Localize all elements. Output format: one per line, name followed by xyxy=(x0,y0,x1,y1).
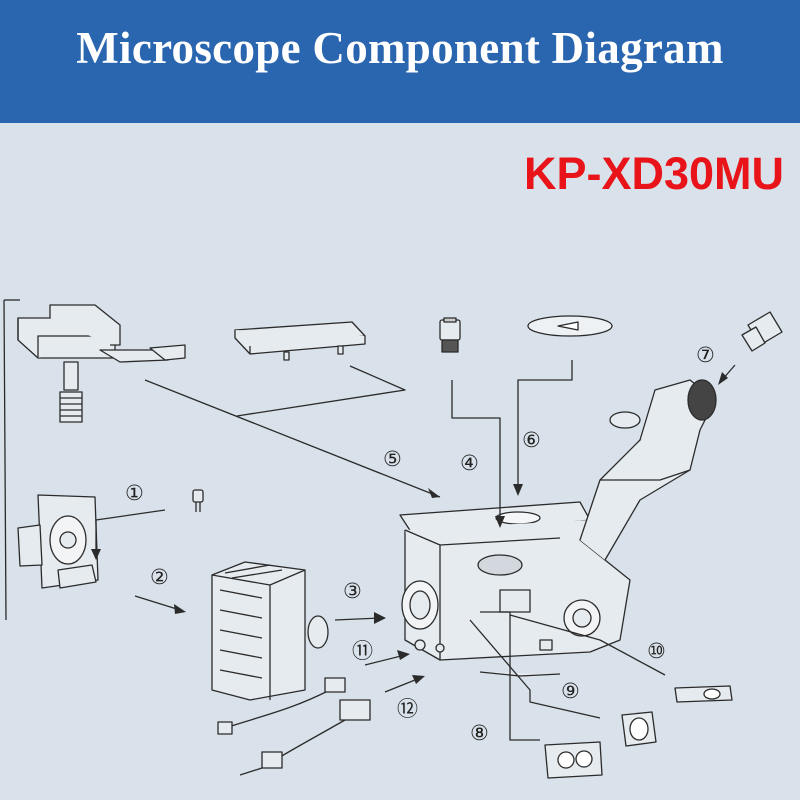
frame-line xyxy=(3,299,7,621)
filter-slider xyxy=(544,741,603,779)
glass-slide xyxy=(527,315,613,337)
callout-1: ① xyxy=(125,481,144,505)
arrow-heads xyxy=(91,372,728,684)
callout-9: ⑨ xyxy=(561,679,580,703)
lamp-house xyxy=(211,561,329,701)
model-number: KP-XD30MU xyxy=(523,148,784,199)
microscope-body xyxy=(399,379,717,677)
callout-8: ⑧ xyxy=(470,721,489,745)
callout-6: ⑥ xyxy=(522,428,541,452)
callout-10: ⑩ xyxy=(647,639,666,663)
stage-plate xyxy=(234,321,366,361)
page-title: Microscope Component Diagram xyxy=(76,23,724,73)
objective-lens xyxy=(439,317,461,353)
callout-2: ② xyxy=(150,565,169,589)
header-banner: Microscope Component Diagram xyxy=(0,0,800,123)
component-diagram: ① ② ③ ④ ⑤ ⑥ ⑦ ⑧ ⑨ ⑩ ⑪ ⑫ xyxy=(3,299,783,779)
power-cables xyxy=(217,677,371,776)
callout-11: ⑪ xyxy=(352,639,373,663)
callout-3: ③ xyxy=(343,579,362,603)
callout-labels: ① ② ③ ④ ⑤ ⑥ ⑦ ⑧ ⑨ ⑩ ⑪ ⑫ xyxy=(125,343,715,745)
lamp-holder xyxy=(17,494,99,589)
mechanical-stage xyxy=(17,304,186,423)
polarizer-slider xyxy=(674,685,733,703)
analyzer-slider xyxy=(621,711,657,747)
callout-12: ⑫ xyxy=(397,697,418,721)
halogen-bulb xyxy=(192,489,204,512)
callout-5: ⑤ xyxy=(383,447,402,471)
callout-4: ④ xyxy=(460,451,479,475)
eyepiece xyxy=(741,311,783,352)
leader-lines xyxy=(95,360,736,741)
callout-7: ⑦ xyxy=(696,343,715,367)
